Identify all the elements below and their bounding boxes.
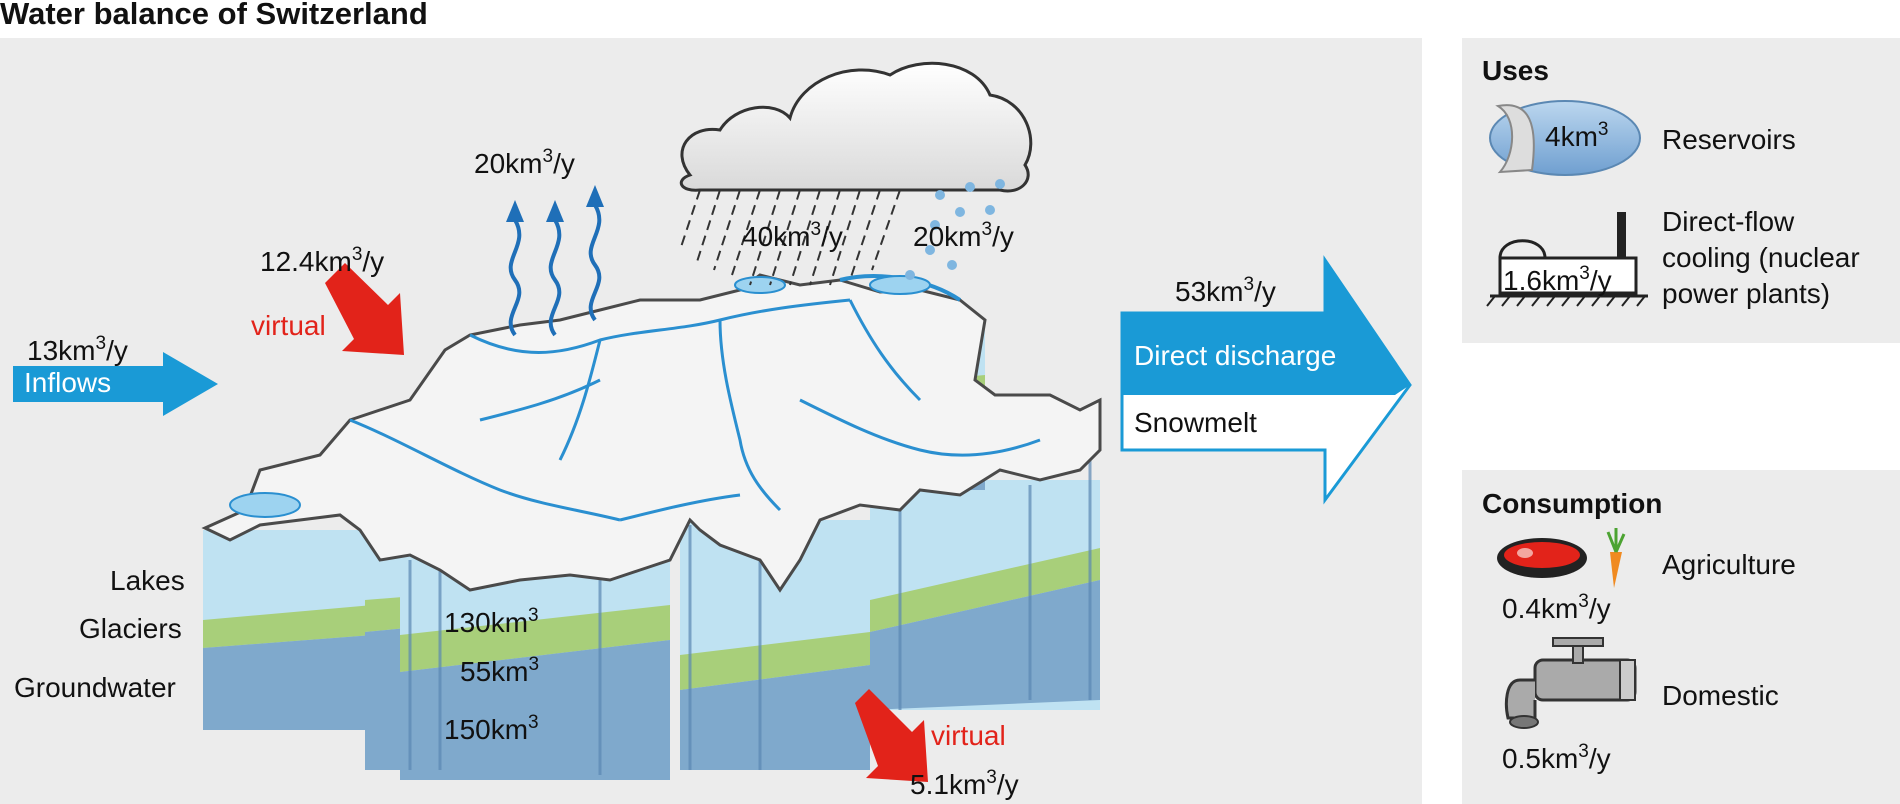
cooling-label: Direct-flow cooling (nuclear power plant… [1662, 206, 1860, 309]
inflows-value: 13km3/y [27, 333, 128, 366]
virtual-outflow-value: 5.1km3/y [910, 767, 1019, 800]
block-west [203, 530, 373, 730]
domestic-value: 0.5km3/y [1502, 741, 1611, 774]
lakes-value: 130km3 [444, 605, 539, 638]
virtual-inflow-value: 12.4km3/y [260, 244, 385, 277]
cloud-icon [679, 61, 1033, 193]
virtual-inflow-arrow [325, 263, 404, 355]
carrot-icon [1606, 528, 1626, 588]
outflow-arrow [1120, 255, 1412, 505]
meat-icon [1497, 538, 1587, 578]
rain-value: 40km3/y [742, 219, 843, 252]
virtual-outflow-arrow [855, 689, 928, 782]
faucet-icon [1505, 637, 1637, 729]
nuclear-plant-icon [1490, 239, 1648, 298]
cooling-value: 1.6km3/y [1503, 263, 1612, 296]
reservoirs-value: 4km3 [1545, 119, 1609, 152]
evaporation-arrows [508, 203, 602, 337]
outflow-value: 53km3/y [1175, 274, 1276, 307]
inflows-label: Inflows [24, 367, 112, 398]
virtual-outflow-label: virtual [931, 720, 1006, 751]
groundwater-value: 150km3 [444, 712, 539, 745]
snow-value: 20km3/y [913, 219, 1014, 252]
reservoir-icon [1489, 100, 1641, 176]
agriculture-value: 0.4km3/y [1502, 591, 1611, 624]
consumption-title: Consumption [1482, 488, 1663, 519]
reservoirs-label: Reservoirs [1662, 124, 1796, 155]
groundwater-label: Groundwater [14, 672, 176, 703]
inflows-arrow [13, 352, 218, 416]
block-east [870, 480, 1100, 710]
glaciers-label: Glaciers [79, 613, 182, 644]
lakes-label: Lakes [110, 565, 185, 596]
snowflakes [905, 179, 1005, 280]
direct-discharge-label: Direct discharge [1134, 340, 1337, 371]
evaporation-value: 20km3/y [474, 146, 575, 179]
switzerland-top-surface [201, 273, 1102, 593]
virtual-inflow-label: virtual [251, 310, 326, 341]
consumption-panel [1462, 470, 1900, 804]
page-title: Water balance of Switzerland [0, 0, 428, 31]
rain-lines [679, 189, 901, 286]
block-center [400, 555, 670, 780]
uses-title: Uses [1482, 55, 1549, 86]
agriculture-label: Agriculture [1662, 549, 1796, 580]
glaciers-value: 55km3 [460, 654, 540, 687]
switzerland-block [201, 273, 1102, 780]
domestic-label: Domestic [1662, 680, 1779, 711]
snowmelt-label: Snowmelt [1134, 407, 1257, 438]
